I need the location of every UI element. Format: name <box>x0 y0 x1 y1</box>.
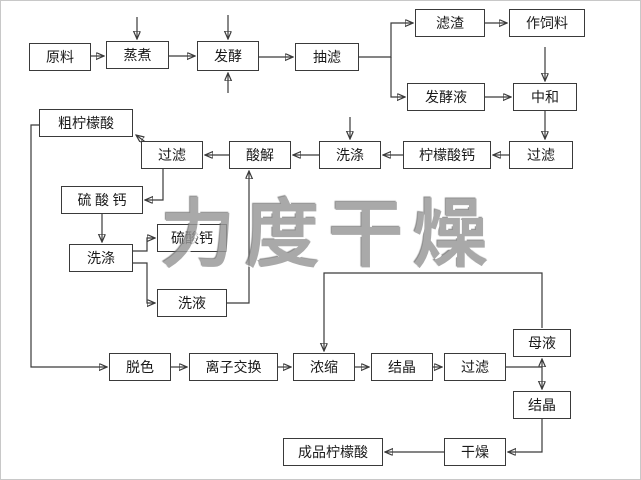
edge-suction-to-residue <box>359 23 413 58</box>
node-fermentation: 发酵 <box>197 41 259 71</box>
node-acidolysis: 酸解 <box>229 141 291 169</box>
node-feed-use: 作饲料 <box>509 9 585 37</box>
edge-suction-to-broth <box>390 57 405 97</box>
node-neutralize: 中和 <box>513 83 577 111</box>
node-decolorize: 脱色 <box>109 353 171 381</box>
edge-mother-liquor-recycle <box>324 272 543 351</box>
node-filter-1: 过滤 <box>141 141 203 169</box>
node-mother-liquor: 母液 <box>513 329 571 357</box>
node-fermentation-broth: 发酵液 <box>407 83 485 111</box>
node-ion-exchange: 离子交换 <box>189 353 278 381</box>
node-calcium-citrate: 柠檬酸钙 <box>403 141 491 169</box>
node-suction-filter: 抽滤 <box>295 43 359 71</box>
node-crude-citric-acid: 粗柠檬酸 <box>39 109 133 137</box>
node-wash-1: 洗涤 <box>319 141 381 169</box>
edge-filter1-to-calcium-sulfate1 <box>145 169 164 200</box>
node-filter-residue: 滤渣 <box>415 9 485 37</box>
node-concentrate: 浓缩 <box>293 353 355 381</box>
node-filter-2: 过滤 <box>509 141 573 169</box>
edge-wash2-to-calcium-sulfate2 <box>133 238 155 252</box>
node-product: 成品柠檬酸 <box>283 438 383 466</box>
edge-crude-to-decolorize <box>30 124 107 367</box>
edge-wash-liquid-to-acidolysis <box>227 171 249 304</box>
node-wash-2: 洗涤 <box>69 244 133 272</box>
node-crystal-2: 结晶 <box>513 391 571 419</box>
node-calcium-sulfate-1: 硫 酸 钙 <box>61 186 143 214</box>
node-raw-material: 原料 <box>29 43 91 71</box>
edge-wash2-to-wash-liquid <box>133 262 155 303</box>
node-calcium-sulfate-2: 硫酸钙 <box>157 224 227 252</box>
node-cooking: 蒸煮 <box>106 41 169 69</box>
edge-filter3-to-mother-liquor <box>506 359 542 368</box>
node-wash-liquid: 洗液 <box>157 289 227 317</box>
node-drying: 干燥 <box>444 438 506 466</box>
node-crystallize-1: 结晶 <box>371 353 433 381</box>
node-filter-3: 过滤 <box>444 353 506 381</box>
edge-crystal2-to-drying <box>508 419 543 452</box>
